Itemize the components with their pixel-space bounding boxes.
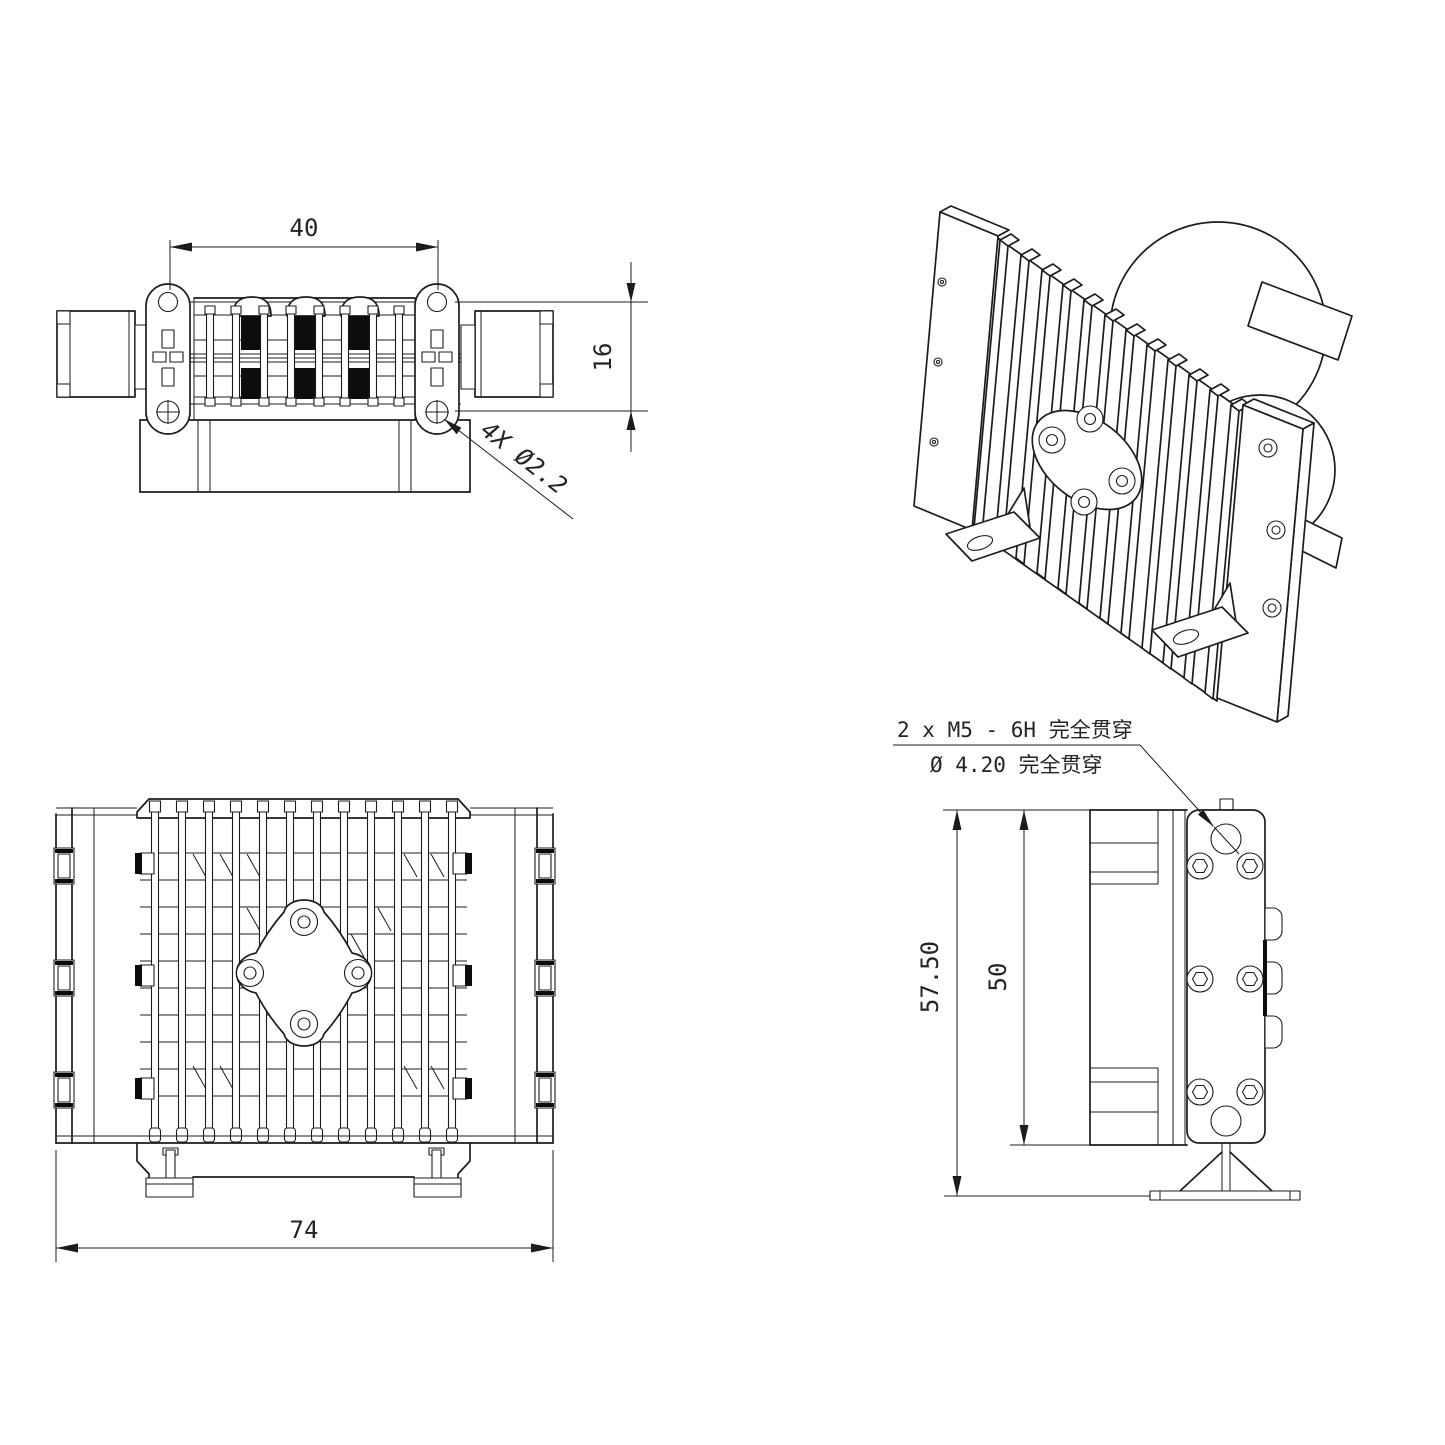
screw: [235, 958, 265, 988]
right-side-panel: [470, 807, 556, 1144]
thread-callout-line1: 2 x M5 - 6H 完全贯穿: [897, 718, 1133, 742]
top-view: 40 16 4X Ø2.2: [56, 214, 648, 520]
thread-hole-bottom: [1210, 1105, 1242, 1137]
port-tab: [1264, 1015, 1283, 1049]
side-body: [1089, 809, 1188, 1146]
hex-screw: [1236, 852, 1264, 880]
thread-callout: 2 x M5 - 6H 完全贯穿 Ø 4.20 完全贯穿: [893, 718, 1240, 855]
screw: [343, 958, 373, 988]
hex-screw: [1186, 852, 1214, 880]
bottom-bracket: [55, 1135, 554, 1198]
front-foot: [945, 487, 1041, 562]
leader-slash: [1213, 826, 1240, 855]
mount-hole: [426, 291, 448, 313]
dimension-57-50: 57.50: [916, 809, 1150, 1197]
right-end-cap: [1216, 398, 1315, 723]
port-tab: [1264, 961, 1283, 995]
hex-screw: [1236, 1078, 1264, 1106]
rear-foot: [1151, 582, 1249, 658]
hex-screw: [1186, 1078, 1214, 1106]
block-edge-tabs: [135, 852, 472, 1100]
mount-hole: [157, 291, 179, 313]
housing-wing: [1247, 281, 1353, 361]
dim-40-label: 40: [290, 214, 319, 242]
left-mounting-tab: [145, 283, 191, 435]
dimension-40: 40: [169, 214, 439, 290]
dim-50-label: 50: [984, 963, 1012, 992]
dimension-50: 50: [984, 810, 1090, 1146]
top-cap: [136, 798, 471, 819]
dimension-16: 16: [455, 262, 648, 452]
thread-callout-line2: Ø 4.20 完全贯穿: [930, 753, 1103, 777]
dim-74-label: 74: [290, 1216, 319, 1244]
right-mounting-tab: [414, 283, 460, 435]
dimension-74: 74: [55, 1150, 554, 1262]
dim-16-label: 16: [589, 343, 617, 372]
rib-marks: [192, 853, 445, 1090]
side-view: 57.50 50: [916, 798, 1301, 1201]
end-plate: [1186, 798, 1283, 1144]
left-end-slab: [913, 205, 1010, 531]
screw: [289, 1009, 319, 1039]
oval-clamp-plate: [1031, 405, 1143, 516]
hex-screw: [1236, 965, 1264, 993]
screw: [289, 907, 319, 937]
base-plate: [139, 419, 471, 493]
coils: [232, 296, 380, 399]
hex-screw: [1186, 965, 1214, 993]
side-foot: [1149, 1143, 1301, 1201]
left-side-panel: [53, 807, 137, 1144]
isometric-view: [913, 205, 1353, 723]
hole-callout-label: 4X Ø2.2: [475, 416, 572, 500]
front-view: 74: [53, 798, 556, 1262]
housing-tab: [1299, 519, 1343, 569]
front-oval-plate: [235, 899, 373, 1047]
posts: [204, 305, 405, 407]
dim-57-50-label: 57.50: [916, 941, 944, 1013]
hole-callout: 4X Ø2.2: [443, 416, 574, 520]
right-end-block: [460, 310, 554, 398]
port-tab: [1264, 907, 1283, 941]
left-end-block: [56, 310, 150, 398]
